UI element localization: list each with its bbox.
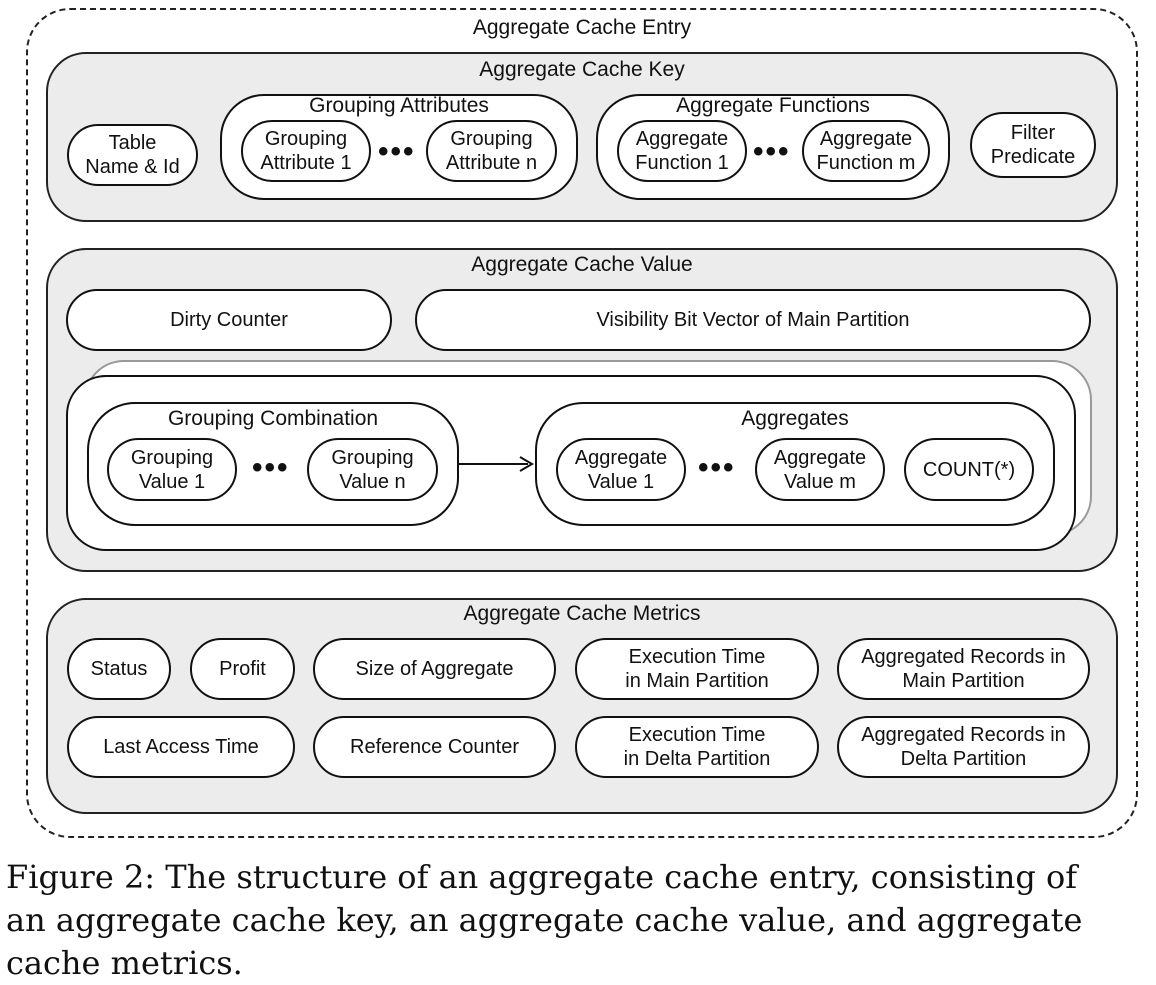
grouping-attribute-n-line1: Grouping bbox=[450, 128, 533, 150]
entry-title: Aggregate Cache Entry bbox=[472, 16, 692, 39]
grouping-combination-title: Grouping Combination bbox=[167, 407, 379, 430]
aggregate-value-m-line1: Aggregate bbox=[773, 446, 867, 469]
filter-predicate-line1: Filter bbox=[1010, 122, 1056, 144]
caption-line-2: an aggregate cache key, an aggregate cac… bbox=[6, 901, 1083, 939]
grouping-value-1-line2: Value 1 bbox=[138, 470, 206, 493]
mapping-arrow bbox=[458, 456, 534, 472]
aggregate-functions-title: Aggregate Functions bbox=[676, 94, 870, 117]
aggregate-function-m-line2: Function m bbox=[816, 152, 916, 174]
aggregates-ellipsis: ••• bbox=[698, 451, 736, 484]
execution-time-delta-line1: Execution Time bbox=[628, 724, 766, 746]
size-of-aggregate: Size of Aggregate bbox=[313, 638, 556, 700]
caption-line-3: cache metrics. bbox=[6, 944, 243, 982]
figure-caption: Figure 2: The structure of an aggregate … bbox=[6, 856, 1152, 985]
aggregated-records-delta-line1: Aggregated Records in bbox=[861, 724, 1066, 746]
status: Status bbox=[67, 638, 171, 700]
aggregate-cache-metrics-panel bbox=[46, 598, 1118, 814]
aggregate-value-m-line2: Value m bbox=[784, 470, 856, 493]
grouping-value-1-line1: Grouping bbox=[130, 446, 214, 469]
metrics-title: Aggregate Cache Metrics bbox=[463, 602, 701, 625]
grouping-attribute-1-line2: Attribute 1 bbox=[260, 152, 352, 174]
key-title: Aggregate Cache Key bbox=[479, 58, 685, 81]
aggregate-functions-ellipsis: ••• bbox=[753, 135, 791, 168]
visibility-bit-vector: Visibility Bit Vector of Main Partition bbox=[415, 289, 1091, 351]
grouping-combination-ellipsis: ••• bbox=[252, 451, 290, 484]
execution-time-main-line1: Execution Time bbox=[628, 646, 766, 668]
caption-line-1: Figure 2: The structure of an aggregate … bbox=[6, 858, 1078, 896]
value-title: Aggregate Cache Value bbox=[471, 253, 693, 276]
aggregated-records-delta-line2: Delta Partition bbox=[900, 748, 1027, 770]
aggregate-cache-entry-frame bbox=[26, 8, 1138, 838]
aggregate-function-1-line1: Aggregate bbox=[635, 128, 729, 150]
reference-counter: Reference Counter bbox=[313, 716, 556, 778]
filter-predicate-line2: Predicate bbox=[990, 146, 1076, 168]
aggregate-value-1-line1: Aggregate bbox=[574, 446, 668, 469]
count-star: COUNT(*) bbox=[904, 438, 1034, 501]
grouping-attribute-1-line1: Grouping bbox=[264, 128, 348, 150]
aggregates-title: Aggregates bbox=[741, 407, 849, 430]
aggregated-records-main-line1: Aggregated Records in bbox=[861, 646, 1066, 668]
profit: Profit bbox=[190, 638, 295, 700]
table-name-id-line1: Table bbox=[108, 132, 157, 154]
grouping-attributes-ellipsis: ••• bbox=[378, 135, 416, 168]
table-name-id-line2: Name & Id bbox=[85, 156, 180, 178]
aggregate-function-m-line1: Aggregate bbox=[819, 128, 913, 150]
grouping-attributes-title: Grouping Attributes bbox=[309, 94, 489, 117]
grouping-value-n-line2: Value n bbox=[339, 470, 406, 493]
execution-time-delta-line2: in Delta Partition bbox=[623, 748, 771, 770]
aggregate-value-1-line2: Value 1 bbox=[587, 470, 655, 493]
execution-time-main-line2: in Main Partition bbox=[625, 670, 769, 692]
aggregate-function-1-line2: Function 1 bbox=[635, 152, 729, 174]
grouping-value-n-line1: Grouping bbox=[331, 446, 414, 469]
aggregated-records-main-line2: Main Partition bbox=[902, 670, 1025, 692]
dirty-counter: Dirty Counter bbox=[66, 289, 392, 351]
last-access-time: Last Access Time bbox=[67, 716, 295, 778]
grouping-attribute-n-line2: Attribute n bbox=[445, 152, 538, 174]
